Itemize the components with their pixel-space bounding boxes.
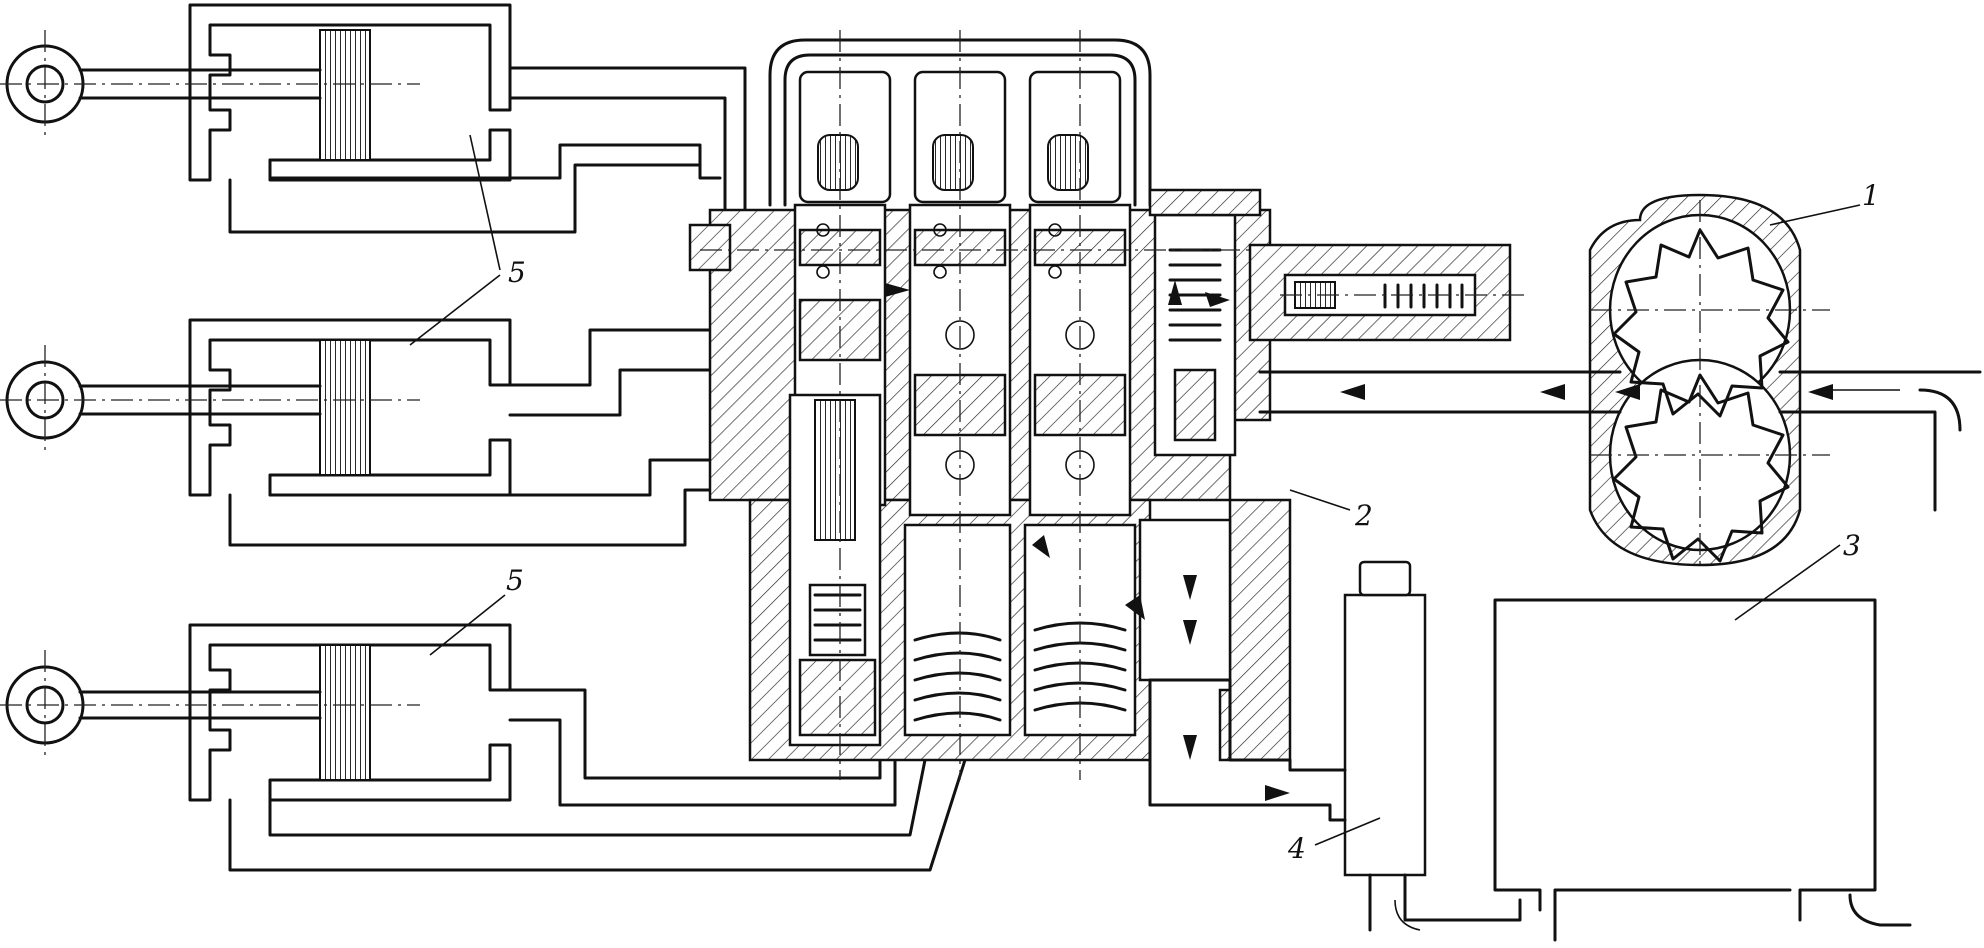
- pipelines: [228, 66, 967, 872]
- gear-pump: [1258, 193, 1982, 570]
- piston-top: [319, 29, 371, 161]
- callouts: 1 2 3 4 5 5: [409, 134, 1880, 865]
- hydraulic-cylinder-top: [0, 3, 512, 182]
- distributor-valve-body: [688, 30, 1300, 780]
- filter-body: [1343, 593, 1427, 877]
- drain-chamber: [1138, 518, 1232, 682]
- hydraulic-cylinder-bottom: [0, 623, 512, 802]
- label-cylinder-bottom: 5: [506, 564, 524, 597]
- tank: [1493, 598, 1912, 942]
- filter: [1148, 560, 1522, 932]
- flow-arrows: [885, 280, 1230, 760]
- label-filter: 4: [1287, 832, 1306, 865]
- label-distributor: 2: [1354, 499, 1373, 532]
- hydraulic-cylinder-middle: [0, 318, 512, 497]
- gear-upper: [1612, 228, 1790, 418]
- piston-bottom: [319, 644, 371, 781]
- spring-chamber-2: [903, 523, 1012, 737]
- pressure-regulator-valve: [1248, 243, 1525, 342]
- label-cylinder-top: 5: [508, 256, 526, 289]
- gear-lower: [1612, 373, 1790, 563]
- label-pump: 1: [1862, 179, 1880, 212]
- piston-middle: [319, 339, 371, 476]
- label-tank: 3: [1843, 529, 1861, 562]
